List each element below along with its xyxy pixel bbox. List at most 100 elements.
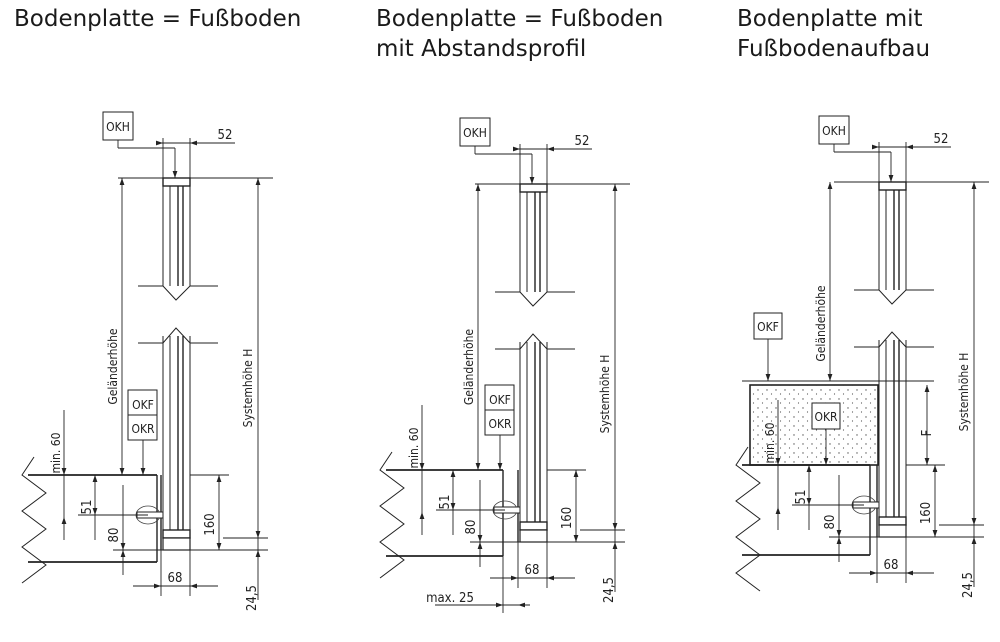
- gelaender-label: Geländerhöhe: [106, 328, 120, 404]
- arrowhead: [573, 535, 579, 542]
- okf-label: OKF: [132, 398, 154, 412]
- arrowhead: [154, 583, 161, 589]
- arrowhead: [529, 177, 535, 184]
- arrowhead: [61, 468, 67, 475]
- break-line: [735, 446, 761, 592]
- dim-160-label: 160: [203, 513, 218, 535]
- arrowhead: [255, 178, 261, 185]
- panel-3-title: Bodenplatte mit Fußbodenaufbau: [737, 4, 930, 64]
- dim-160-label: 160: [919, 502, 934, 524]
- break-line: [138, 327, 218, 344]
- min-60-label: min. 60: [49, 432, 63, 473]
- system-height-label: Systemhöhe H: [598, 355, 612, 434]
- arrowhead: [511, 575, 518, 581]
- okf-label: OKF: [489, 393, 511, 407]
- dim-24-5-label: 24,5: [245, 585, 260, 611]
- arrowhead: [827, 374, 833, 381]
- arrowhead: [806, 498, 812, 505]
- panel-2-title: Bodenplatte = Fußboden mit Abstandsprofi…: [376, 4, 663, 64]
- dim-68-label: 68: [168, 571, 183, 586]
- arrowhead: [477, 535, 483, 542]
- arrowhead: [140, 468, 146, 475]
- arrowhead: [172, 171, 178, 178]
- dim-160-label: 160: [560, 507, 575, 529]
- arrowhead: [419, 512, 425, 519]
- okh-label: OKH: [106, 120, 130, 134]
- arrowhead: [119, 468, 125, 475]
- dim-80-label: 80: [107, 528, 122, 543]
- arrowhead: [612, 542, 618, 549]
- arrowhead: [120, 550, 126, 557]
- system-height-label: Systemhöhe H: [241, 349, 255, 428]
- gelaender-label: Geländerhöhe: [814, 285, 828, 361]
- arrowhead: [496, 602, 503, 608]
- title-line: Bodenplatte mit: [737, 6, 923, 32]
- system-height-label: Systemhöhe H: [957, 353, 971, 432]
- arrowhead: [827, 182, 833, 189]
- title-line: Bodenplatte = Fußboden: [376, 6, 664, 32]
- bottom-profile: [878, 516, 907, 526]
- okf-label: OKF: [757, 320, 779, 334]
- okh-box: [459, 117, 491, 147]
- dim-24-5-label: 24,5: [961, 572, 976, 598]
- arrowhead: [513, 146, 520, 152]
- arrowhead: [119, 178, 125, 185]
- arrowhead: [932, 530, 938, 537]
- base-profile: [519, 529, 548, 543]
- arrowhead: [475, 463, 481, 470]
- handrail-cap: [519, 183, 548, 193]
- f-dimension-label: F: [920, 429, 935, 436]
- min-60-label: min. 60: [763, 422, 777, 463]
- arrowhead: [92, 508, 98, 515]
- bottom-profile: [519, 521, 548, 531]
- break-line: [379, 451, 405, 579]
- arrowhead: [823, 458, 829, 465]
- arrowhead: [216, 543, 222, 550]
- dim-68-label: 68: [525, 563, 540, 578]
- arrowhead: [924, 385, 930, 392]
- arrowhead: [156, 140, 163, 146]
- base-profile: [162, 537, 191, 551]
- break-line: [495, 333, 575, 350]
- arrowhead: [971, 518, 977, 525]
- arrowhead: [92, 475, 98, 482]
- gelaender-label: Geländerhöhe: [462, 329, 476, 405]
- title-line: Bodenplatte = Fußboden: [14, 6, 302, 32]
- arrowhead: [547, 146, 554, 152]
- break-line: [495, 291, 575, 307]
- break-line: [138, 285, 218, 301]
- arrowhead: [765, 374, 771, 381]
- handrail-cap: [162, 177, 191, 187]
- arrowhead: [888, 175, 894, 182]
- arrowhead: [836, 537, 842, 544]
- arrowhead: [906, 144, 913, 150]
- arrowhead: [932, 465, 938, 472]
- arrowhead: [61, 517, 67, 524]
- dim-51-label: 51: [794, 490, 809, 505]
- arrowhead: [190, 140, 197, 146]
- arrowhead: [190, 583, 197, 589]
- arrowhead: [573, 470, 579, 477]
- arrowhead: [775, 507, 781, 514]
- arrowhead: [120, 543, 126, 550]
- max-25-label: max. 25: [426, 591, 474, 606]
- dimension-label: 52: [934, 132, 949, 147]
- arrowhead: [924, 458, 930, 465]
- dim-51-label: 51: [438, 495, 453, 510]
- break-line: [854, 289, 934, 305]
- panel-1-title: Bodenplatte = Fußboden: [14, 4, 301, 34]
- arrowhead: [547, 575, 554, 581]
- dimension-label: 52: [575, 134, 590, 149]
- okh-label: OKH: [463, 126, 487, 140]
- handrail-cap: [878, 181, 907, 191]
- arrowhead: [450, 470, 456, 477]
- arrowhead: [612, 184, 618, 191]
- title-line: Fußbodenaufbau: [737, 36, 931, 62]
- arrowhead: [971, 537, 977, 544]
- okh-label: OKH: [822, 124, 846, 138]
- arrowhead: [518, 602, 525, 608]
- okh-box: [102, 111, 134, 141]
